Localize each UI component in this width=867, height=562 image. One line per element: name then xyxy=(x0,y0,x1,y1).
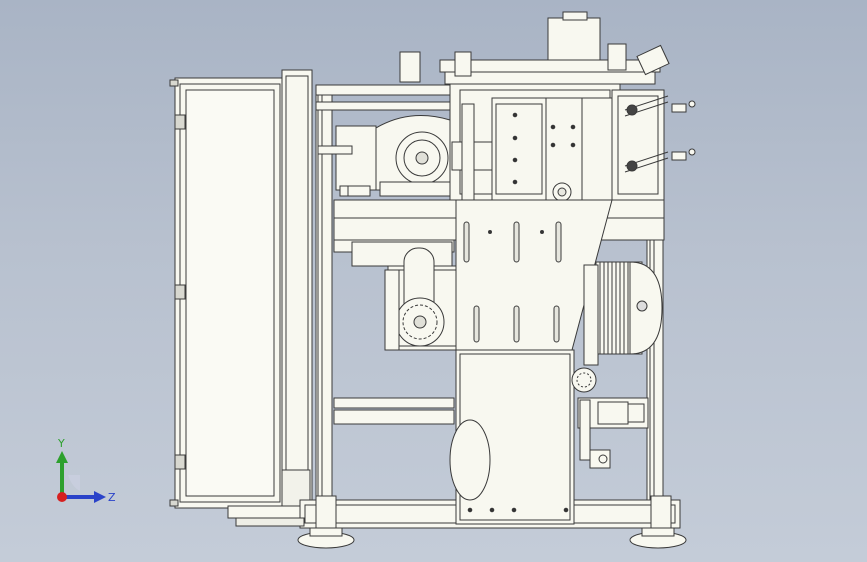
clamp-bracket xyxy=(611,89,696,201)
y-axis-arrowhead xyxy=(56,451,68,463)
z-axis-label: Z xyxy=(108,491,116,504)
orientation-triad: Y Z xyxy=(40,435,130,515)
triad-plane xyxy=(68,475,80,491)
linear-slide xyxy=(491,97,613,202)
leveling-feet xyxy=(297,495,687,549)
gear-motor xyxy=(351,241,469,351)
electrical-cabinet xyxy=(169,69,313,511)
x-axis-dot xyxy=(57,492,67,502)
z-axis-arrowhead xyxy=(94,491,106,503)
upper-gear-unit xyxy=(317,103,493,201)
y-axis-label: Y xyxy=(58,437,65,450)
pneumatic-cylinder xyxy=(449,397,649,501)
drive-motor xyxy=(571,261,663,393)
